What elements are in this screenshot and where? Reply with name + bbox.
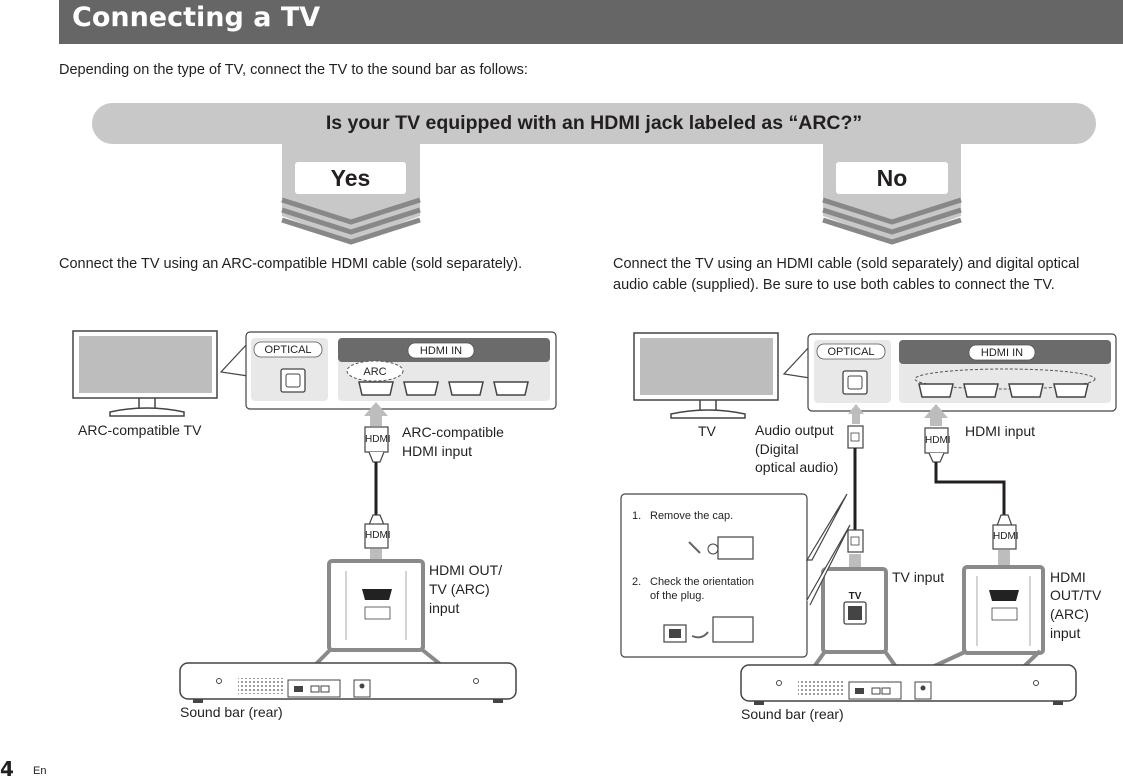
page-title: Connecting a TV	[72, 2, 321, 33]
arc-label: ARC	[363, 366, 387, 378]
no-answer: No	[836, 162, 948, 194]
yes-optical-label: OPTICAL	[264, 344, 312, 356]
step-2-number: 2.	[632, 576, 642, 588]
step-2-text-line2: of the plug.	[650, 590, 705, 602]
yes-tv-plug-label: HDMI	[365, 434, 391, 445]
tv-input-jack-closeup	[804, 567, 906, 680]
hdmi-input-label: HDMI input	[965, 423, 1036, 439]
yes-soundbar-label: Sound bar (rear)	[180, 704, 283, 720]
audio-output-line3: optical audio)	[755, 459, 839, 475]
yes-out-line2: TV (ARC)	[429, 581, 490, 597]
no-out-line1: HDMI	[1050, 569, 1086, 585]
yes-instruction: Connect the TV using an ARC-compatible H…	[59, 256, 523, 272]
no-bar-plug-label: HDMI	[993, 531, 1019, 542]
no-tv-label: TV	[698, 423, 716, 439]
no-out-line4: input	[1050, 625, 1081, 641]
title-bar	[59, 0, 1123, 44]
cap-instructions-callout	[620, 493, 851, 658]
yes-tv-icon	[72, 330, 218, 417]
no-instruction: Connect the TV using an HDMI cable (sold…	[613, 256, 1080, 293]
no-out-line2: OUT/TV	[1050, 587, 1102, 603]
tv-input-label: TV input	[892, 569, 945, 585]
yes-bar-plug-label: HDMI	[365, 530, 391, 541]
question-text: Is your TV equipped with an HDMI jack la…	[325, 112, 863, 134]
yes-tv-input-line1: ARC-compatible	[402, 424, 504, 440]
yes-tv-input-line2: HDMI input	[402, 443, 473, 459]
yes-out-line3: input	[429, 600, 460, 616]
step-1-number: 1.	[632, 510, 642, 522]
step-1-text: Remove the cap.	[650, 510, 734, 522]
no-hdmi-in-label: HDMI IN	[980, 347, 1024, 359]
page-number: 4	[0, 757, 14, 781]
no-optical-label: OPTICAL	[827, 346, 875, 358]
yes-answer: Yes	[295, 162, 406, 194]
no-tv-plug-label: HDMI	[925, 435, 951, 446]
no-soundbar-label: Sound bar (rear)	[741, 706, 844, 722]
step-2-text-line1: Check the orientation	[650, 576, 754, 588]
question-banner	[92, 103, 1096, 144]
no-tv-panel	[782, 333, 1117, 412]
audio-output-line2: (Digital	[755, 441, 799, 457]
yes-hdmi-in-label: HDMI IN	[419, 345, 463, 357]
yes-tv-panel	[219, 331, 557, 410]
tv-jack-label: TV	[848, 591, 862, 602]
yes-hdmi-cable	[364, 402, 389, 586]
page-language: En	[33, 765, 47, 777]
audio-output-line1: Audio output	[755, 422, 834, 438]
yes-tv-label: ARC-compatible TV	[78, 422, 202, 438]
yes-soundbar	[179, 662, 517, 703]
yes-out-line1: HDMI OUT/	[429, 562, 503, 578]
intro-text: Depending on the type of TV, connect the…	[59, 62, 528, 78]
no-out-line3: (ARC)	[1050, 606, 1089, 622]
no-soundbar	[740, 664, 1077, 705]
no-tv-icon	[633, 332, 779, 419]
